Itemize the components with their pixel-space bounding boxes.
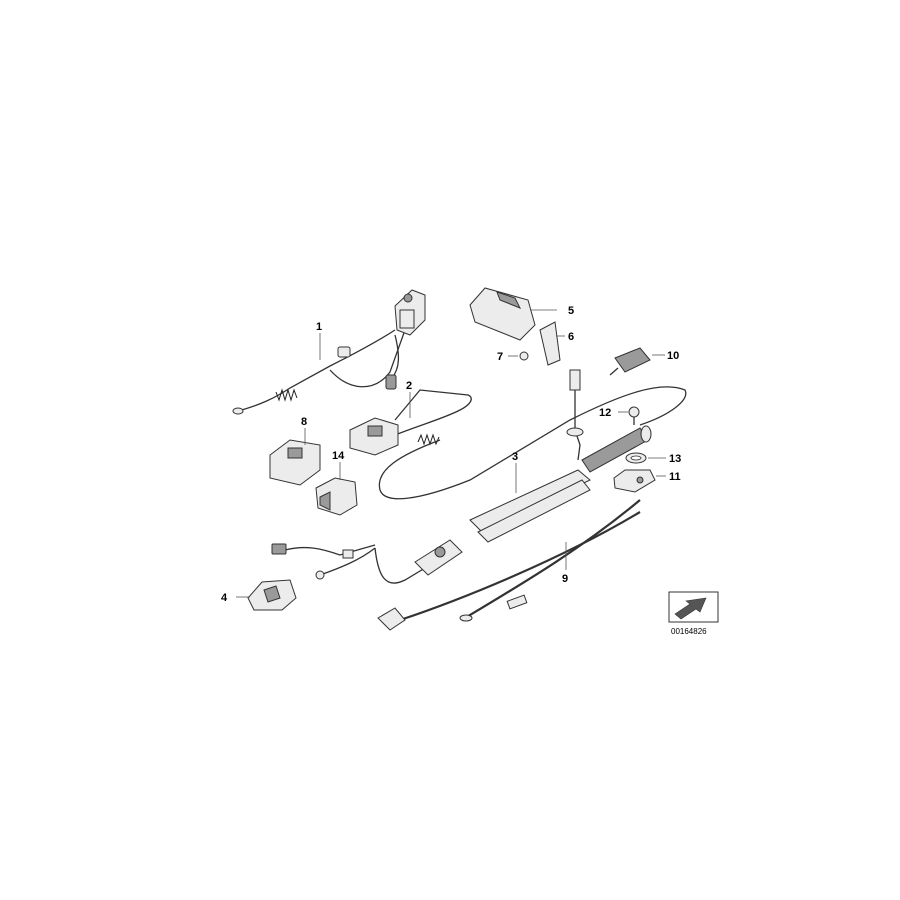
callout-5: 5: [568, 305, 574, 317]
part-7-screw[interactable]: [519, 351, 529, 361]
part-14-cover[interactable]: [315, 477, 358, 516]
callout-7: 7: [497, 351, 503, 363]
callout-13: 13: [669, 453, 681, 465]
bottom-harness[interactable]: [271, 539, 463, 584]
part-5-control-module[interactable]: [469, 287, 536, 341]
part-13-ring[interactable]: [625, 452, 647, 464]
callout-6: 6: [568, 331, 574, 343]
callout-10: 10: [667, 350, 679, 362]
callout-3: 3: [512, 451, 518, 463]
reference-block: 00164826: [668, 591, 719, 636]
long-cable: [378, 386, 687, 500]
callout-14: 14: [332, 450, 345, 462]
part-2-cable[interactable]: [349, 389, 472, 456]
callout-9: 9: [562, 573, 568, 585]
part-10-connector[interactable]: [609, 347, 651, 376]
callout-12: 12: [599, 407, 611, 419]
part-6-bracket[interactable]: [539, 321, 561, 366]
callout-8: 8: [301, 416, 307, 428]
part-4-clip[interactable]: [247, 579, 297, 611]
callout-1: 1: [316, 321, 322, 333]
part-8-relay[interactable]: [269, 439, 321, 486]
callout-11: 11: [669, 471, 681, 483]
reference-number: 00164826: [671, 627, 707, 636]
part-1-harness[interactable]: [232, 289, 426, 415]
callout-2: 2: [406, 380, 412, 392]
part-3-actuator[interactable]: [469, 369, 652, 543]
part-11-holder[interactable]: [613, 469, 656, 493]
callout-4: 4: [221, 592, 228, 604]
reference-arrow-shape: [674, 597, 707, 620]
part-12-pin[interactable]: [628, 406, 640, 425]
part-9-ground-straps[interactable]: [377, 499, 641, 631]
